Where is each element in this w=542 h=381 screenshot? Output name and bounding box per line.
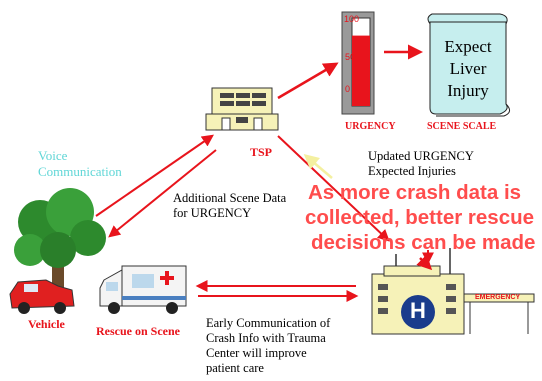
- additional-scene-data-label: Additional Scene Data for URGENCY: [173, 191, 286, 221]
- urgency-label: URGENCY: [345, 121, 396, 132]
- voice-line-2: Communication: [38, 164, 122, 179]
- crashed-car-icon: [9, 279, 75, 314]
- early-line-1: Early Communication of: [206, 316, 331, 330]
- updated-line-2: Expected Injuries: [368, 164, 456, 178]
- early-line-4: patient care: [206, 361, 264, 375]
- arrow-vehicle-to-tsp: [95, 134, 214, 217]
- additional-line-2: for URGENCY: [173, 206, 252, 220]
- headline-line-1: As more crash data is: [308, 181, 522, 204]
- vehicle-label: Vehicle: [28, 317, 65, 331]
- ambulance-icon: [99, 265, 187, 314]
- urgency-level-fill: [352, 35, 370, 106]
- hospital-h-badge: [401, 295, 435, 329]
- voice-line-1: Voice: [38, 148, 68, 163]
- hospital-building-icon: [371, 248, 535, 335]
- arrow-tsp-to-hospital: [277, 135, 390, 242]
- hospital-h-letter: H: [410, 298, 426, 323]
- tsp-label: TSP: [250, 145, 273, 159]
- early-line-3: Center will improve: [206, 346, 307, 360]
- voice-communication-label: Voice Communication: [38, 148, 122, 180]
- gauge-tick-50: 50: [345, 52, 356, 62]
- scroll-line-3: Injury: [447, 81, 489, 100]
- updated-line-1: Updated URGENCY: [368, 149, 474, 163]
- scroll-line-1: Expect: [444, 37, 492, 56]
- headline-line-2: collected, better rescue: [305, 206, 535, 229]
- tsp-building-icon: [205, 87, 279, 131]
- headline-callout: As more crash data is collected, better …: [305, 180, 535, 255]
- scroll-line-2: Liver: [449, 59, 487, 78]
- arrow-hospital-to-tsp: [303, 154, 333, 179]
- arrow-tsp-to-urgency: [277, 62, 339, 100]
- updated-urgency-label: Updated URGENCY Expected Injuries: [368, 149, 474, 179]
- early-communication-label: Early Communication of Crash Info with T…: [206, 316, 330, 376]
- scene-scale-scroll-icon: [427, 13, 510, 117]
- urgency-gauge: [341, 11, 375, 115]
- early-line-2: Crash Info with Trauma: [206, 331, 326, 345]
- gauge-tick-100: 100: [344, 14, 360, 24]
- headline-line-3: decisions can be made: [311, 231, 536, 254]
- arrow-tsp-to-vehicle: [108, 149, 217, 238]
- tree-icon: [14, 188, 106, 300]
- gauge-tick-0: 0: [345, 84, 351, 94]
- additional-line-1: Additional Scene Data: [173, 191, 287, 205]
- emergency-sign: EMERGENCY: [475, 294, 521, 301]
- rescue-on-scene-label: Rescue on Scene: [96, 324, 180, 338]
- scene-scale-label: SCENE SCALE: [427, 121, 497, 132]
- scroll-text: Expect Liver Injury: [432, 36, 504, 102]
